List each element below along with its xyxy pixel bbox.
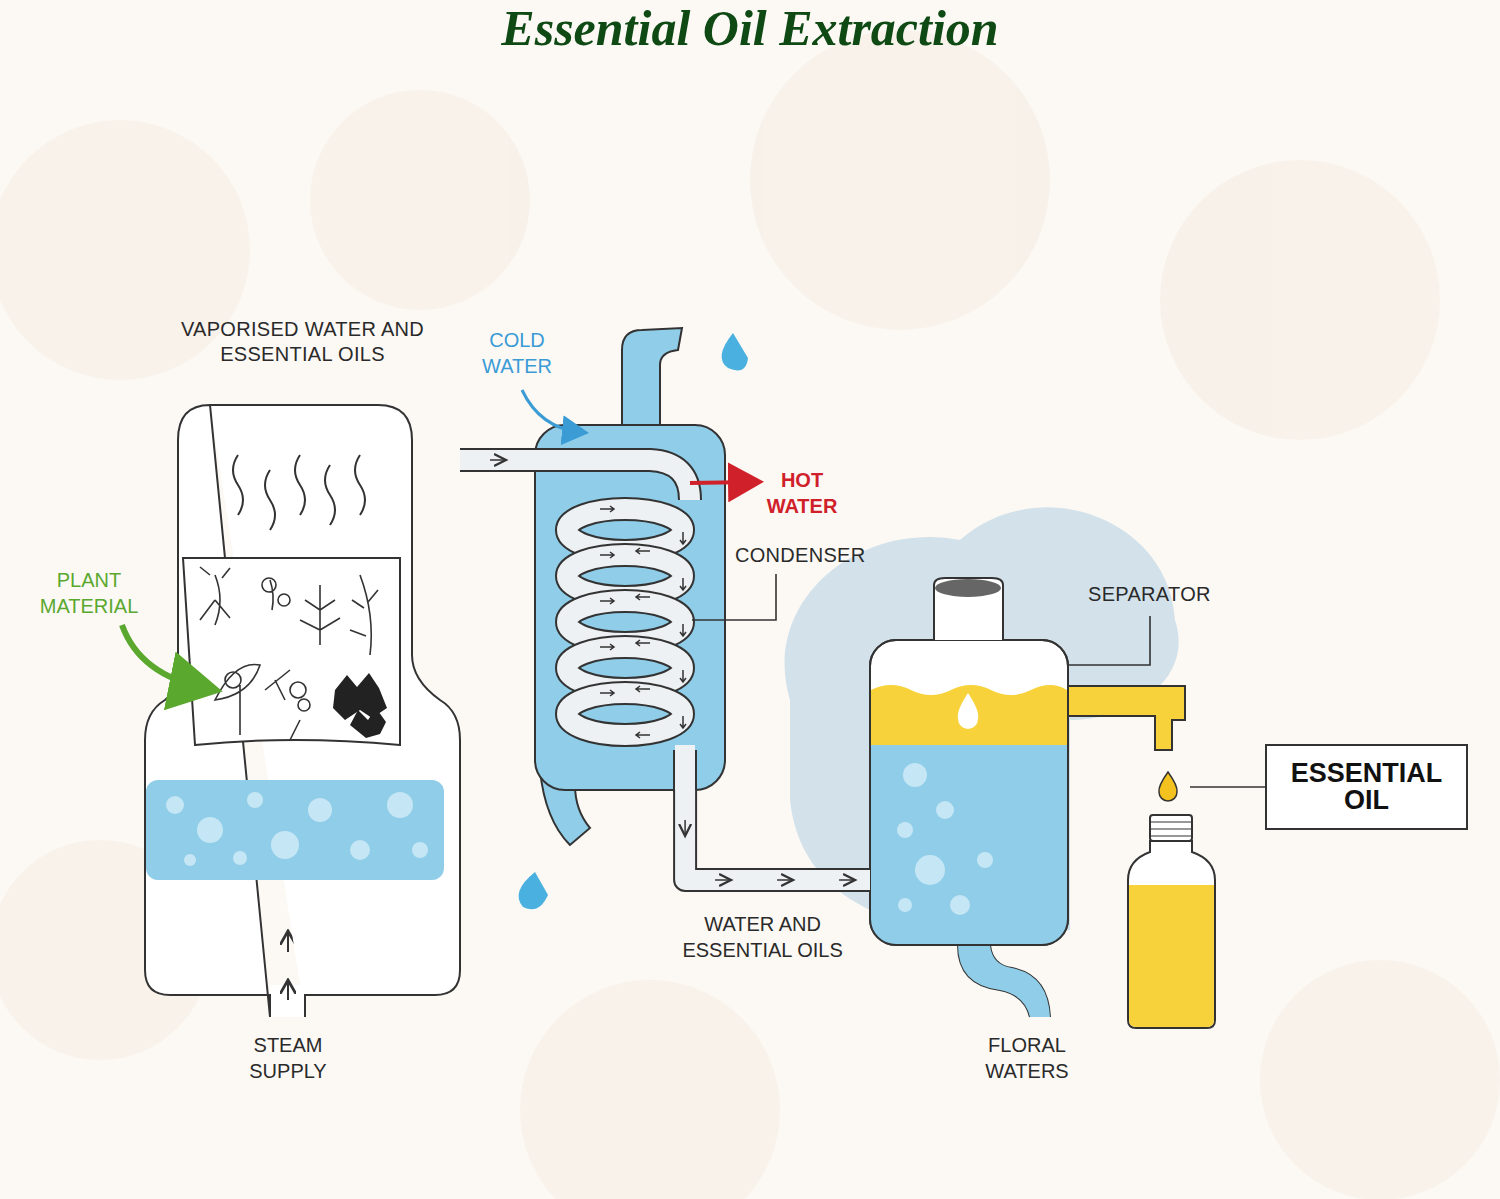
part-label: FLORAL WATERS bbox=[958, 1033, 1096, 1084]
pipe-connector bbox=[460, 460, 535, 461]
part-label: STEAM SUPPLY bbox=[228, 1033, 348, 1084]
vessel-label: CONDENSER bbox=[735, 543, 895, 568]
edge-label: WATER AND ESSENTIAL OILS bbox=[675, 912, 850, 963]
flow-label: HOT WATER bbox=[752, 468, 852, 519]
label-box: ESSENTIAL OIL bbox=[1265, 744, 1468, 830]
vessel: SEPARATOR bbox=[870, 580, 1068, 945]
pipe-connector bbox=[685, 790, 870, 880]
vessel: CONDENSER bbox=[535, 425, 725, 790]
flow-label: COLD WATER bbox=[466, 328, 568, 379]
vessel-label: VAPORISED WATER AND ESSENTIAL OILS bbox=[135, 317, 470, 367]
title: Essential Oil Extraction bbox=[0, 0, 1500, 56]
box-label: ESSENTIAL OIL bbox=[1277, 760, 1456, 814]
part-label: PLANT MATERIAL bbox=[18, 568, 160, 619]
vessel-label: SEPARATOR bbox=[1088, 582, 1238, 607]
vessel: VAPORISED WATER AND ESSENTIAL OILS bbox=[145, 405, 460, 995]
